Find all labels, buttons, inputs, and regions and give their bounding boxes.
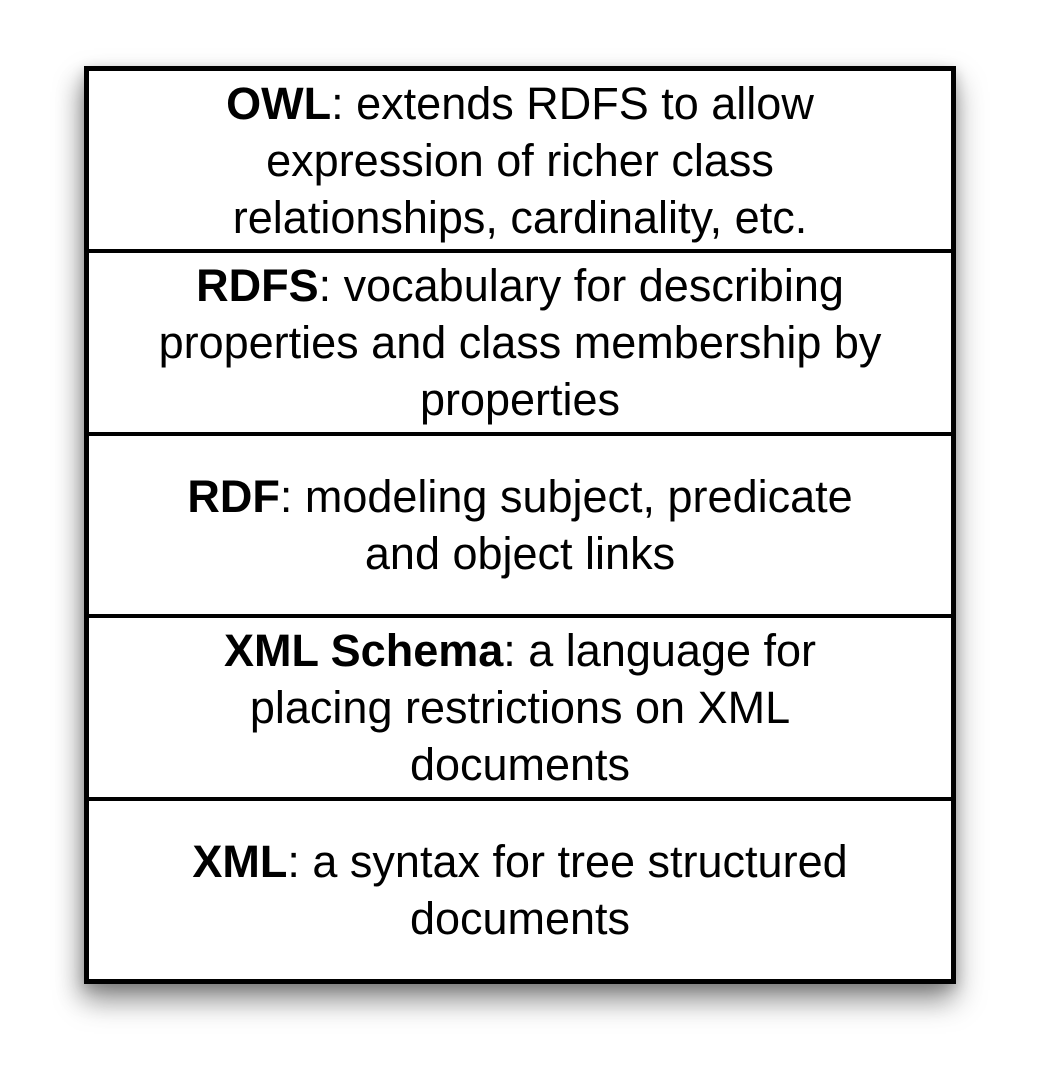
layer-owl-description: extends RDFS to allow expression of rich… [232, 77, 814, 243]
layer-owl-separator: : [331, 77, 357, 129]
layer-owl-term: OWL [226, 77, 332, 129]
layer-xml-schema-description: a language for placing restrictions on X… [249, 624, 817, 790]
layer-box-xml: XML: a syntax for tree structured docume… [89, 801, 951, 979]
layer-rdf-text: RDF: modeling subject, predicate and obj… [187, 468, 852, 582]
layer-rdf-separator: : [279, 471, 305, 523]
layer-xml-text: XML: a syntax for tree structured docume… [192, 833, 847, 947]
layer-xml-schema-separator: : [503, 624, 529, 676]
layer-xml-schema-term: XML Schema [223, 624, 504, 676]
layer-rdf-term: RDF [187, 471, 280, 523]
layer-xml-description: a syntax for tree structured documents [312, 835, 848, 944]
layer-owl-text: OWL: extends RDFS to allow expression of… [226, 75, 814, 246]
layer-xml-separator: : [287, 835, 313, 887]
layer-rdfs-text: RDFS: vocabulary for describing properti… [159, 257, 882, 428]
layer-box-xml-schema: XML Schema: a language for placing restr… [89, 618, 951, 801]
layer-box-rdfs: RDFS: vocabulary for describing properti… [89, 253, 951, 436]
layer-xml-term: XML [192, 835, 288, 887]
layer-box-rdf: RDF: modeling subject, predicate and obj… [89, 436, 951, 619]
layer-xml-schema-text: XML Schema: a language for placing restr… [224, 622, 816, 793]
semantic-web-stack-diagram: OWL: extends RDFS to allow expression of… [84, 66, 956, 984]
layer-rdfs-separator: : [318, 260, 344, 312]
layer-rdfs-term: RDFS [196, 260, 319, 312]
layer-box-owl: OWL: extends RDFS to allow expression of… [89, 71, 951, 254]
layer-rdfs-description: vocabulary for describing properties and… [158, 260, 882, 426]
layer-rdf-description: modeling subject, predicate and object l… [304, 471, 853, 580]
